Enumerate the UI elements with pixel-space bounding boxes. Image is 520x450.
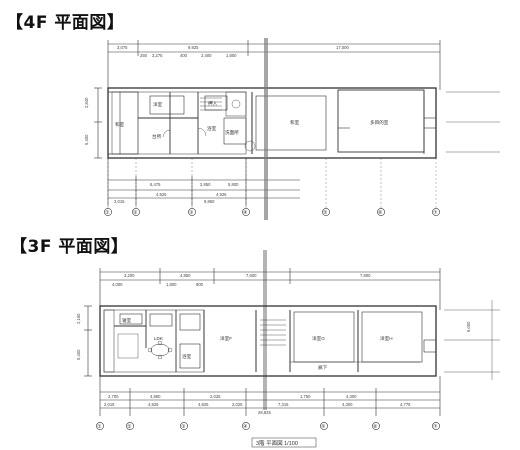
f3-room-6: 廊下	[318, 364, 328, 371]
f3-dim-top-1: 4,850	[180, 273, 191, 278]
f4-room-6: 和室	[290, 119, 300, 126]
f4-dim-sub-2: 400	[180, 53, 188, 58]
f4-room-3: 洗面所	[225, 129, 239, 136]
f4-dim-top-1: 9,925	[188, 45, 199, 50]
f3-axis-7: ⑦	[433, 424, 438, 430]
f3-dim-left-2: 6,000	[466, 321, 471, 332]
f4-dim-bot-2: 5,800	[228, 182, 239, 187]
f4-room-0: 洋室	[153, 101, 163, 108]
f3-dim-bot-4: 4,300	[346, 394, 357, 399]
f4-dim-bot-1: 2,850	[200, 182, 211, 187]
f3-room-5: 洋室H	[380, 335, 393, 342]
f3-dim-left-0: 2,160	[76, 313, 81, 324]
f4-room-2: 浴室	[207, 125, 217, 132]
f4-dim-top-0: 3,075	[117, 45, 128, 50]
f3-dim-top-2: 7,600	[246, 273, 257, 278]
f4-dim-bot2-3: 4,925	[216, 192, 227, 197]
floor4-plan	[94, 40, 500, 216]
f3-room-1: 寝室	[122, 317, 132, 323]
f3-dim-bot2-1: 4,925	[148, 402, 159, 407]
f3-room-3: 洋室F	[220, 335, 232, 342]
f4-dim-sub-0: 250	[140, 53, 148, 58]
f3-axis-2: ②	[127, 424, 132, 430]
f3-axis-1: ①	[97, 424, 102, 430]
f4-dim-sub-3: 2,400	[201, 53, 212, 58]
f3-room-2: 浴室	[182, 353, 192, 360]
f3-dim-total: 28,825	[258, 410, 271, 415]
f4-dim-sub-4: 1,800	[226, 53, 237, 58]
f3-axis-3: ③	[181, 424, 186, 430]
f3-dim-sub-0: 4,000	[112, 282, 123, 287]
f4-axis-7: ⑦	[433, 210, 438, 216]
f3-axis-6: ⑥	[373, 424, 378, 430]
f4-room-1: 台所	[152, 133, 162, 140]
f3-dim-top-0: 3,200	[124, 273, 135, 278]
f3-dim-bot2-3: 2,025	[232, 402, 243, 407]
f4-dim-sub-1: 3,275	[152, 53, 163, 58]
f4-dim-bot-0: 6,475	[150, 182, 161, 187]
f4-dim-left-0: 2,840	[84, 97, 89, 108]
f3-dim-bot-1: 4,950	[150, 394, 161, 399]
f3-dim-bot-2: 2,025	[210, 394, 221, 399]
f4-axis-1: ①	[105, 210, 110, 216]
f3-dim-top-3: 7,800	[360, 273, 371, 278]
floor4-heading: 【4F 平面図】	[6, 13, 125, 33]
f3-dim-bot-0: 2,700	[108, 394, 119, 399]
f3-axis-4: ④	[243, 424, 248, 430]
f4-dim-top-2: 17,000	[336, 45, 349, 50]
f3-room-0: LDK	[154, 336, 164, 341]
f4-room-4: 押入	[208, 100, 218, 107]
f4-dim-left-1: 5,400	[84, 134, 89, 145]
f4-room-5: 和室	[115, 121, 125, 128]
f4-room-7: 多目的室	[370, 119, 389, 126]
f4-dim-bot2-0: 2,015	[114, 199, 125, 204]
f3-dim-bot2-6: 4,775	[400, 402, 411, 407]
f4-axis-6: ⑥	[378, 210, 383, 216]
f3-dim-bot-3: 1,750	[300, 394, 311, 399]
f4-axis-4: ④	[243, 210, 248, 216]
f3-dim-sub-1: 1,800	[166, 282, 177, 287]
f3-dim-bot2-5: 4,300	[342, 402, 353, 407]
f4-axis-3: ③	[189, 210, 194, 216]
f4-axis-5: ⑤	[323, 210, 328, 216]
f3-dim-bot2-0: 2,015	[104, 402, 115, 407]
f3-axis-5: ⑤	[321, 424, 326, 430]
f4-dim-bot2-1: 4,925	[156, 192, 167, 197]
f3-room-4: 洋室G	[312, 335, 325, 342]
f4-axis-2: ②	[133, 210, 138, 216]
floor3-heading: 【3F 平面図】	[10, 237, 129, 257]
f3-dim-bot2-2: 4,825	[198, 402, 209, 407]
f4-dim-bot2-2: 9,850	[204, 199, 215, 204]
f3-dim-sub-2: 900	[196, 282, 204, 287]
f3-dim-bot2-4: 7,315	[278, 402, 289, 407]
f3-dim-left-1: 5,400	[76, 349, 81, 360]
f3-footer-label: 3階 平面図 1/100	[256, 439, 298, 447]
floor3-plan	[84, 268, 500, 448]
